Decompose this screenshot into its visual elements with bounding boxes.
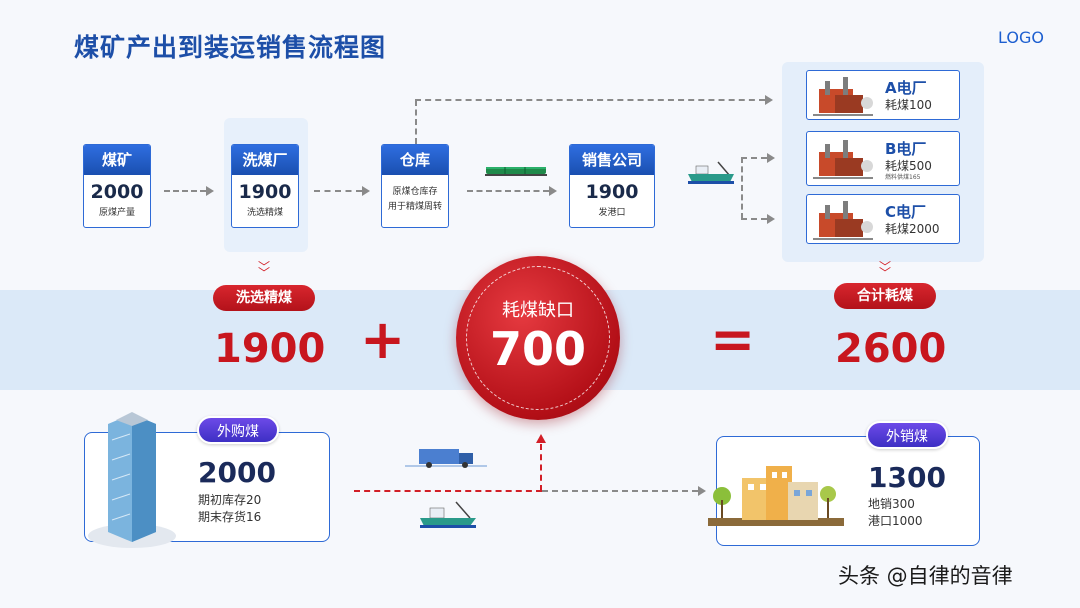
plant-card-a: A电厂 耗煤100: [806, 70, 960, 120]
warehouse-branch-line: [415, 100, 417, 144]
right-value: 2600: [835, 326, 947, 372]
plant-name: C电厂: [885, 203, 927, 221]
flow-card-line1: 原煤仓库存: [392, 187, 438, 197]
sales-branch-line: [741, 157, 743, 219]
gap-circle-ring: [466, 266, 610, 410]
plant-name: B电厂: [885, 140, 927, 158]
town-icon: [708, 466, 844, 526]
plant-name: A电厂: [885, 79, 927, 97]
purchase-pill: 外购煤: [197, 416, 279, 444]
sales-line2: 港口1000: [868, 514, 923, 528]
sales-value: 1300: [868, 461, 946, 494]
flow-card-mine: 煤矿 2000 原煤产量: [83, 144, 151, 228]
watermark: 头条 @自律的音律: [838, 564, 1013, 588]
plant-usage: 耗煤100: [885, 98, 932, 112]
arrow-head-icon: [767, 214, 775, 224]
equals-sign: =: [710, 308, 756, 371]
purchase-line2: 期末存货16: [198, 510, 262, 524]
ship-icon: [688, 161, 734, 184]
flow-arrow: [467, 190, 549, 192]
factory-icon: [813, 140, 873, 179]
arrow-head-icon: [767, 153, 775, 163]
arrow-head-icon: [698, 486, 706, 496]
arrow-head-icon: [549, 186, 557, 196]
flow-card-sub: 发港口: [598, 208, 626, 218]
arrow-head-icon: [362, 186, 370, 196]
flow-card-title: 仓库: [382, 145, 448, 175]
building-icon: [88, 412, 176, 548]
flow-card-value: 1900: [238, 181, 292, 203]
left-value: 1900: [214, 326, 326, 372]
flow-arrow: [314, 190, 362, 192]
logo: LOGO: [998, 28, 1044, 47]
page-title: 煤矿产出到装运销售流程图: [74, 33, 387, 62]
plant-card-b: B电厂 耗煤500 燃料供煤165: [806, 131, 960, 186]
flow-card-title: 煤矿: [84, 145, 150, 175]
sales-to-plant-b-arrow: [741, 157, 767, 159]
arrow-head-icon: [765, 95, 773, 105]
sales-flow-line: [542, 490, 698, 492]
flow-card-sales: 销售公司 1900 发港口: [569, 144, 655, 228]
sales-line1: 地销300: [868, 497, 915, 511]
flow-card-title: 销售公司: [570, 145, 654, 175]
gap-circle-value: 700: [489, 322, 587, 376]
flow-arrow: [164, 190, 206, 192]
right-label-pill: 合计耗煤: [834, 283, 936, 309]
plant-card-c: C电厂 耗煤2000: [806, 194, 960, 244]
warehouse-to-plant-a-arrow: [415, 99, 765, 101]
chevron-down-icon: ﹀﹀: [257, 260, 270, 280]
purchase-value: 2000: [198, 456, 276, 489]
arrow-up-icon: [536, 434, 546, 443]
gap-circle-label: 耗煤缺口: [502, 300, 574, 321]
chevron-down-icon: ﹀﹀: [878, 260, 891, 280]
sales-pill: 外销煤: [866, 421, 948, 449]
purchase-line1: 期初库存20: [198, 493, 262, 507]
purchase-up-line: [540, 444, 542, 491]
flow-card-warehouse: 仓库 原煤仓库存 用于精煤周转: [381, 144, 449, 228]
plus-sign: +: [360, 308, 406, 371]
flow-card-sub: 原煤产量: [98, 208, 135, 218]
left-label-pill: 洗选精煤: [213, 285, 315, 311]
flow-card-value: 1900: [585, 181, 639, 203]
plant-note: 燃料供煤165: [885, 174, 921, 181]
arrow-head-icon: [206, 186, 214, 196]
plant-usage: 耗煤2000: [885, 222, 940, 236]
flow-card-value: 2000: [90, 181, 144, 203]
flow-card-sub: 洗选精煤: [246, 208, 283, 218]
flow-card-title: 洗煤厂: [232, 145, 298, 175]
factory-icon: [813, 77, 873, 116]
plant-usage: 耗煤500: [885, 159, 932, 173]
sales-to-plant-c-arrow: [741, 218, 767, 220]
factory-icon: [813, 201, 873, 240]
truck-icon: [405, 449, 487, 468]
flow-card-line2: 用于精煤周转: [387, 202, 442, 212]
train-icon: [485, 167, 547, 176]
purchase-flow-line: [354, 490, 542, 492]
flow-card-washery: 洗煤厂 1900 洗选精煤: [231, 144, 299, 228]
gap-circle: 耗煤缺口 700: [456, 256, 620, 420]
ship-icon: [420, 501, 476, 528]
